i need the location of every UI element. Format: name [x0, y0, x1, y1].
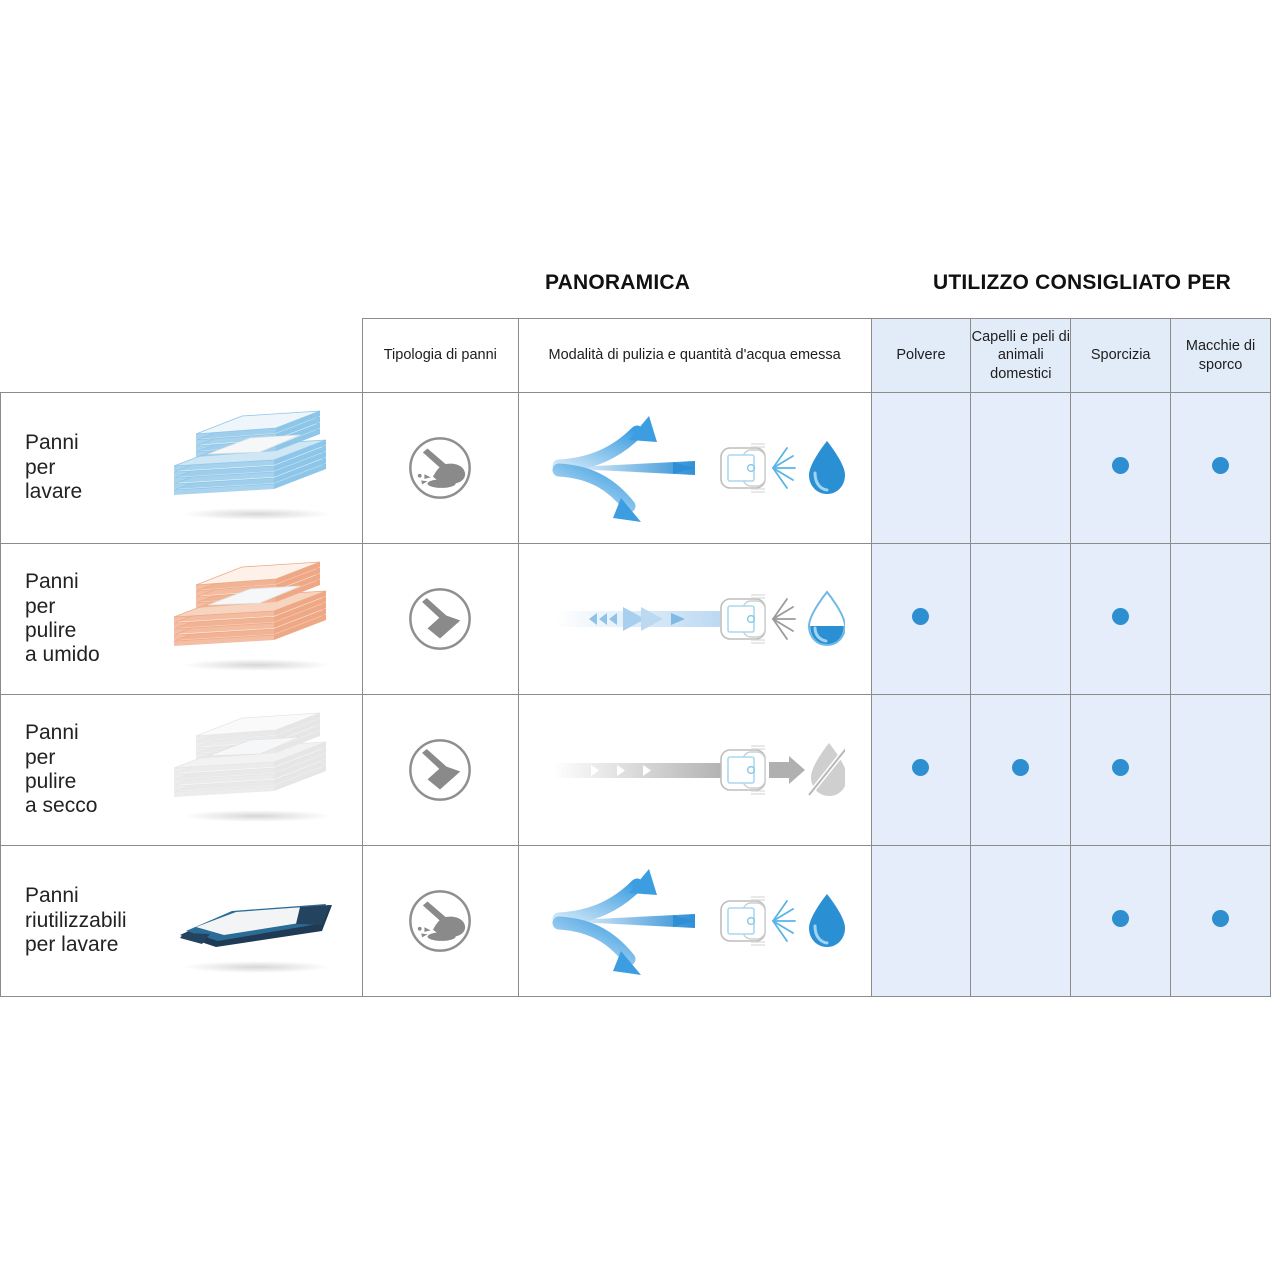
spray-device-icon: [719, 896, 766, 946]
usage-dot: [1112, 759, 1130, 776]
wet-mop-splash-icon: [409, 890, 472, 952]
row-label-text: Panni per lavare: [25, 431, 83, 504]
usage-cell-polvere: [870, 543, 972, 695]
usage-dot-empty: [912, 457, 929, 474]
table-header-row: Tipologia di panni Modalità di pulizia e…: [1, 318, 1271, 393]
usage-dot-empty: [1212, 759, 1229, 776]
header-polvere: Polvere: [870, 318, 972, 393]
usage-dot: [1212, 910, 1230, 927]
usage-cell-polvere: [870, 694, 972, 846]
usage-cell-sporcizia: [1070, 845, 1172, 997]
usage-cell-capelli: [970, 694, 1072, 846]
spray-device-icon: [719, 745, 766, 795]
spray-device-icon: [719, 594, 766, 644]
section-title-utilizzo: UTILIZZO CONSIGLIATO PER: [933, 271, 1232, 294]
usage-dot: [912, 608, 930, 625]
header-spacer: [1, 319, 363, 393]
spray-lines-icon: [771, 598, 796, 640]
usage-cell-macchie: [1170, 845, 1271, 997]
mode-illustration-damp: [554, 590, 845, 647]
header-macchie: Macchie di sporco: [1170, 318, 1271, 393]
full-water-drop: [808, 441, 845, 494]
cloth-art-stack: [168, 710, 343, 830]
usage-dot-empty: [1012, 608, 1029, 625]
spray-lines-icon: [771, 900, 796, 942]
row-mode-cell: [517, 694, 872, 846]
row-label-text: Panni riutilizzabili per lavare: [25, 884, 127, 957]
usage-cell-macchie: [1170, 543, 1271, 695]
usage-cell-capelli: [970, 543, 1072, 695]
row-mode-cell: [517, 543, 872, 695]
header-capelli: Capelli e peli di animali domestici: [970, 318, 1072, 393]
spray-lines-icon: [771, 447, 796, 489]
row-mode-cell: [517, 392, 872, 544]
mode-illustration-wash: [552, 869, 845, 975]
usage-dot-empty: [1012, 910, 1029, 927]
header-sporcizia: Sporcizia: [1070, 318, 1172, 393]
usage-cell-capelli: [970, 845, 1072, 997]
flat-mop-icon: [409, 739, 472, 801]
full-water-drop: [808, 894, 845, 947]
mode-illustration-dry: [552, 743, 845, 797]
usage-dot: [1012, 759, 1030, 776]
row-label-cell: Panni per pulire a secco: [0, 694, 363, 846]
usage-dot-empty: [1212, 608, 1229, 625]
row-type-cell: [361, 694, 519, 846]
usage-cell-macchie: [1170, 392, 1271, 544]
row-type-cell: [361, 845, 519, 997]
usage-dot: [1112, 608, 1130, 625]
usage-dot-empty: [1012, 457, 1029, 474]
section-title-panoramica: PANORAMICA: [545, 271, 691, 294]
header-modalita: Modalità di pulizia e quantità d'acqua e…: [517, 318, 872, 393]
no-water-drop: [806, 743, 845, 797]
row-label-text: Panni per pulire a secco: [25, 721, 98, 818]
usage-cell-polvere: [870, 392, 972, 544]
usage-cell-polvere: [870, 845, 972, 997]
usage-dot: [1112, 910, 1130, 927]
table-row: Panni per pulire a umido: [0, 543, 1271, 695]
spray-device-icon: [719, 443, 766, 493]
row-label-cell: Panni per lavare: [0, 392, 363, 544]
usage-cell-macchie: [1170, 694, 1271, 846]
usage-cell-sporcizia: [1070, 543, 1172, 695]
cloth-art-stack: [168, 408, 343, 528]
row-label-text: Panni per pulire a umido: [25, 570, 100, 667]
usage-dot: [1112, 457, 1130, 474]
usage-cell-capelli: [970, 392, 1072, 544]
table-body: Panni per lavare: [0, 392, 1271, 997]
usage-cell-sporcizia: [1070, 694, 1172, 846]
row-label-cell: Panni riutilizzabili per lavare: [0, 845, 363, 997]
half-water-drop: [807, 590, 845, 647]
table-row: Panni per lavare: [0, 392, 1271, 544]
row-mode-cell: [517, 845, 872, 997]
usage-dot: [912, 759, 930, 776]
table-row: Panni riutilizzabili per lavare: [0, 845, 1271, 997]
row-label-cell: Panni per pulire a umido: [0, 543, 363, 695]
cloth-art-stack: [168, 559, 343, 679]
cloth-art-reusable: [168, 861, 343, 981]
comparison-table: Tipologia di panni Modalità di pulizia e…: [0, 318, 1271, 997]
table-row: Panni per pulire a secco: [0, 694, 1271, 846]
row-type-cell: [361, 543, 519, 695]
usage-dot-empty: [912, 910, 929, 927]
usage-cell-sporcizia: [1070, 392, 1172, 544]
flat-mop-icon: [409, 588, 472, 650]
usage-dot: [1212, 457, 1230, 474]
wet-mop-splash-icon: [409, 437, 472, 499]
row-type-cell: [361, 392, 519, 544]
mode-illustration-wash: [552, 416, 845, 522]
header-tipologia: Tipologia di panni: [361, 318, 519, 393]
